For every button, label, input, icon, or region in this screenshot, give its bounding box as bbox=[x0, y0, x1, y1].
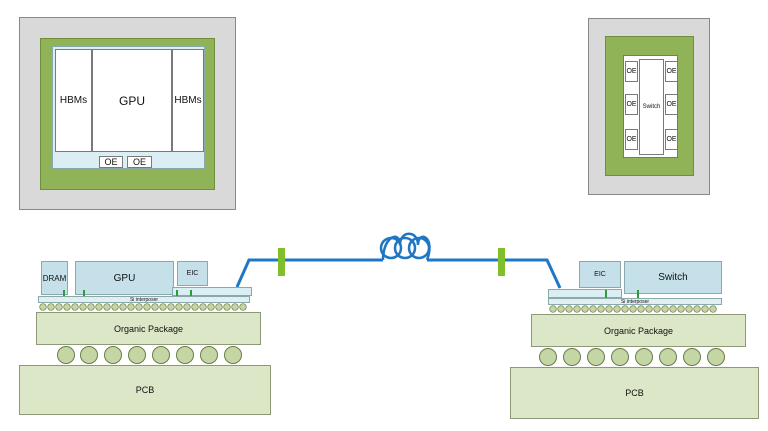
gpu-package-interposer: HBMs GPU HBMs OE OE bbox=[52, 46, 205, 169]
oe-r3-right: OE bbox=[665, 129, 678, 150]
left-gpu-chip: GPU bbox=[75, 261, 174, 295]
oe-right: OE bbox=[127, 156, 152, 168]
oe-r1-right: OE bbox=[665, 61, 678, 82]
fiber-connector-right bbox=[498, 248, 505, 276]
right-eic-chip: EIC bbox=[579, 261, 621, 288]
oe-r2-right: OE bbox=[665, 94, 678, 115]
right-switch-chip: Switch bbox=[624, 261, 722, 294]
right-pic-chip bbox=[548, 289, 622, 298]
hbm-left: HBMs bbox=[55, 49, 92, 152]
switch-package-interposer: OE OE OE Switch OE OE OE bbox=[623, 55, 678, 158]
left-pcb: PCB bbox=[19, 365, 271, 415]
fiber-line bbox=[235, 258, 383, 288]
gpu-die: GPU bbox=[92, 49, 172, 152]
fiber-connector-left bbox=[278, 248, 285, 276]
right-via-1 bbox=[605, 290, 607, 302]
right-solder-balls bbox=[539, 348, 725, 366]
left-pic-chip bbox=[172, 287, 252, 296]
oe-r3-left: OE bbox=[625, 129, 638, 150]
left-organic-package: Organic Package bbox=[36, 312, 261, 345]
fiber-coil-loop bbox=[407, 236, 431, 260]
fiber-coil-loop bbox=[379, 236, 403, 260]
left-dram-chip: DRAM bbox=[41, 261, 68, 295]
right-microbumps bbox=[549, 305, 717, 313]
oe-r1-left: OE bbox=[625, 61, 638, 82]
right-si-interposer: Si interposer bbox=[548, 298, 722, 305]
oe-r2-left: OE bbox=[625, 94, 638, 115]
hbm-right: HBMs bbox=[172, 49, 204, 152]
right-organic-package: Organic Package bbox=[531, 314, 746, 347]
left-si-interposer: Si interposer bbox=[38, 296, 250, 303]
left-solder-balls bbox=[57, 346, 242, 364]
right-via-3 bbox=[637, 290, 639, 302]
oe-left: OE bbox=[99, 156, 123, 168]
switch-package-substrate: OE OE OE Switch OE OE OE bbox=[605, 36, 694, 176]
switch-package-topview: OE OE OE Switch OE OE OE bbox=[588, 18, 710, 195]
right-pcb: PCB bbox=[510, 367, 759, 419]
gpu-package-topview: HBMs GPU HBMs OE OE bbox=[19, 17, 236, 210]
switch-die: Switch bbox=[639, 59, 664, 155]
left-eic-chip: EIC bbox=[177, 261, 208, 286]
gpu-package-substrate: HBMs GPU HBMs OE OE bbox=[40, 38, 215, 190]
fiber-coil-loop bbox=[393, 236, 417, 260]
left-microbumps bbox=[39, 303, 247, 311]
fiber-line-right bbox=[427, 258, 562, 289]
